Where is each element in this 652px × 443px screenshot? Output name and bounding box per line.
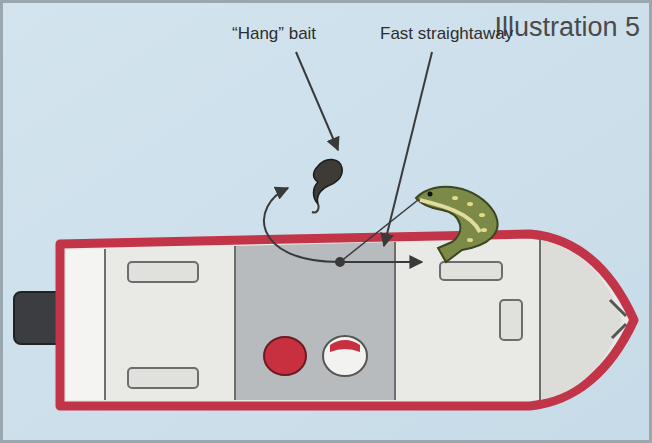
hatch (440, 262, 502, 280)
hatch (500, 300, 522, 340)
hang-bait (312, 159, 342, 212)
stern-deck (66, 249, 105, 400)
seat (264, 337, 306, 375)
center-well (235, 242, 395, 400)
pike (416, 187, 498, 262)
seat (323, 336, 367, 376)
seat-back (330, 340, 360, 352)
lure-path (264, 188, 422, 266)
hatch (128, 368, 198, 388)
bow-light (610, 300, 626, 338)
hull (60, 234, 634, 406)
leader-lines (296, 52, 432, 246)
boat (14, 234, 634, 406)
callout-label: Fast straightaway (380, 24, 513, 44)
illustration-title: Illustration 5 (494, 12, 640, 43)
callout-label: “Hang” bait (232, 24, 316, 44)
bow-deck (540, 240, 622, 400)
hatch (128, 262, 198, 282)
